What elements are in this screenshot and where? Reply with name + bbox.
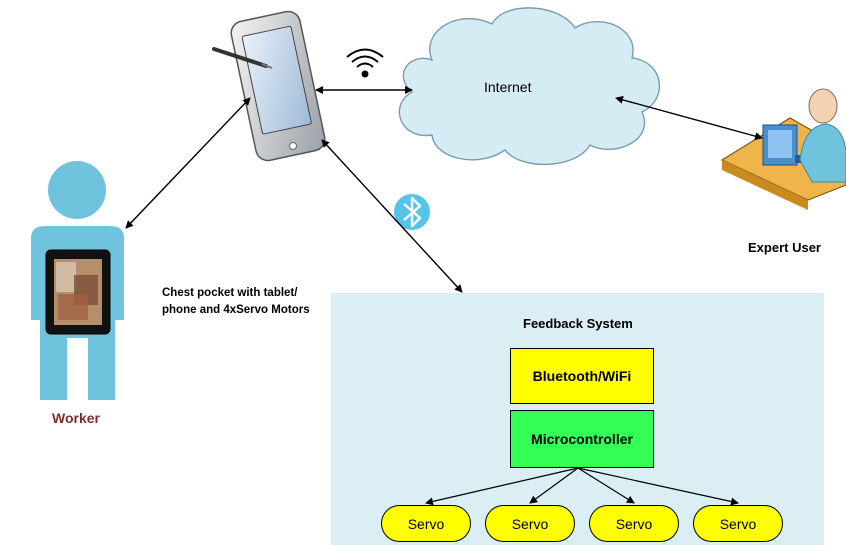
feedback-system-title: Feedback System (523, 316, 633, 331)
expert-workstation-icon (720, 88, 846, 210)
servo-node-2: Servo (485, 505, 575, 542)
tablet-icon (230, 10, 326, 162)
wifi-icon (346, 48, 384, 78)
microcontroller-box: Microcontroller (510, 410, 654, 468)
servo-node-4: Servo (693, 505, 783, 542)
arrow-worker-tablet (125, 97, 251, 229)
stylus-icon (212, 47, 273, 69)
chest-pocket-label-line1: Chest pocket with tablet/ (162, 287, 298, 299)
servo-node-1: Servo (381, 505, 471, 542)
arrow-tablet-feedback (321, 139, 463, 293)
chest-pocket-label-line2: phone and 4xServo Motors (162, 304, 310, 316)
servo-node-3: Servo (589, 505, 679, 542)
arrow-internet-expert (615, 95, 763, 141)
expert-user-label: Expert User (748, 240, 821, 255)
worker-label: Worker (52, 410, 100, 426)
internet-label: Internet (484, 79, 532, 95)
bluetooth-wifi-box: Bluetooth/WiFi (510, 348, 654, 404)
worker-person-icon (31, 161, 124, 400)
